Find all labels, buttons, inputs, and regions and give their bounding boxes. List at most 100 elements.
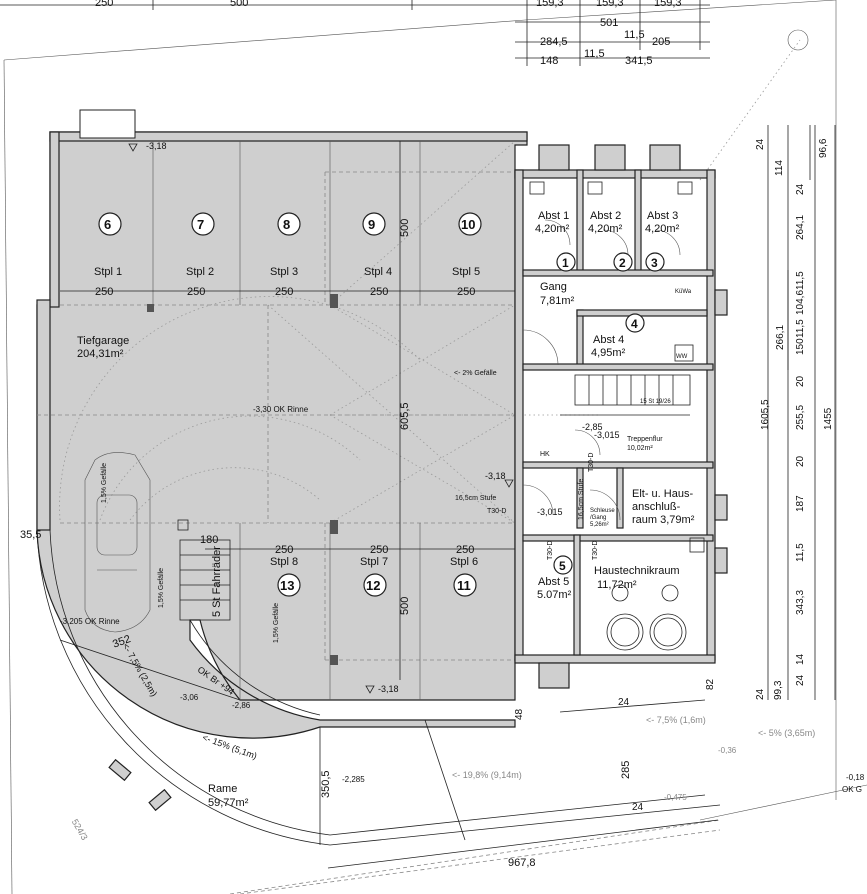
room-num-2: 2 (619, 256, 626, 270)
stufe-label-1: 16,5cm Stufe (455, 495, 496, 502)
garage-left-upper-wall (49, 131, 60, 308)
ramp-name: Rame (208, 783, 237, 795)
top-dimensions: 250 500 159,3 159,3 159,3 501 284,5 11,5… (0, 0, 710, 67)
stufe-label-2: 16,5cm Stufe (578, 479, 585, 520)
hk-label: HK (540, 451, 550, 458)
bay-w-5: 250 (457, 286, 475, 298)
dim-top-11a: 11,5 (624, 29, 645, 41)
level-3205-rinne: -3,205 OK Rinne (60, 617, 120, 626)
dim-r-264: 264,1 (795, 215, 806, 240)
level-318a: -3,18 (146, 141, 167, 151)
room-num-5: 5 (559, 559, 566, 573)
level-3015b: -3,015 (537, 507, 563, 517)
bay-label-stpl7: Stpl 7 (360, 556, 388, 568)
bike-stairs (177, 519, 231, 621)
dim-r-11a: 11,5 (795, 271, 806, 290)
street-line-2 (239, 829, 721, 894)
bay-w-8: 250 (456, 544, 474, 556)
bay-num-9: 9 (368, 217, 375, 232)
bay-w-4: 250 (370, 286, 388, 298)
car-outline (84, 452, 151, 633)
service-wing (514, 144, 728, 689)
level-0475: -0,475 (664, 793, 687, 802)
slope-5pct: <- 5% (3,65m) (758, 728, 815, 738)
bay-num-7: 7 (197, 217, 204, 232)
bay-label-stpl4: Stpl 4 (364, 266, 392, 278)
dim-352: 352 (111, 633, 132, 651)
dim-top-148: 148 (540, 55, 558, 67)
bay-w-7: 250 (370, 544, 388, 556)
bay-num-6: 6 (104, 217, 111, 232)
ramp-inner-wall (189, 619, 321, 716)
dim-r-14: 14 (795, 653, 806, 665)
bay-num-12: 12 (366, 578, 380, 593)
door-t30-3: T30-D (547, 541, 554, 560)
level-318b: -3,18 (378, 684, 399, 694)
room-elt-name: Elt- u. Haus- (632, 488, 693, 500)
slope-15pct-a: 1,5% Gefälle (101, 463, 108, 503)
level-286: -2,86 (232, 701, 251, 710)
room-gang-name: Gang (540, 281, 567, 293)
dim-r-187: 187 (795, 495, 806, 512)
parcel-number: 524/3 (70, 817, 90, 842)
reference-line (699, 39, 801, 181)
bay-w-2: 250 (187, 286, 205, 298)
bike-label: 5 St Fahrräder (211, 546, 223, 617)
room-elt-name2: anschluß- (632, 501, 681, 513)
level-2285: -2,285 (342, 775, 365, 784)
ramp-post-right (148, 788, 172, 812)
dim-top-159c: 159,3 (654, 0, 682, 9)
slope-15pct-b: 1,5% Gefälle (158, 568, 165, 608)
dim-top-250: 250 (95, 0, 113, 9)
dim-r-82: 82 (705, 678, 716, 690)
ramp-divider-2 (424, 719, 466, 841)
room-elt-name3: raum 3,79m² (632, 514, 695, 526)
room-circle-1 (556, 252, 576, 272)
dim-r-11b: 11,5 (795, 319, 806, 338)
dim-48: 48 (514, 708, 525, 720)
annotations (128, 143, 514, 694)
room-circle-5 (553, 555, 573, 575)
room-htr-name: Haustechnikraum (594, 565, 680, 577)
dim-r-104: 104,6 (795, 290, 806, 315)
dim-24a: 24 (618, 697, 630, 708)
dim-r-24c: 24 (795, 674, 806, 686)
bay-label-stpl1: Stpl 1 (94, 266, 122, 278)
right-dimensions: 24 114 24 264,1 11,5 104,6 11,5 150 20 2… (705, 125, 836, 700)
stair (560, 374, 691, 416)
tanks (606, 584, 687, 651)
bay-circles (98, 212, 482, 597)
room-abst5-name: Abst 5 (538, 576, 569, 588)
room-num-3: 3 (651, 256, 658, 270)
garage-name: Tiefgarage (77, 335, 129, 347)
room-num-1: 1 (562, 256, 569, 270)
dim-top-284: 284,5 (540, 36, 568, 48)
ramp-inner-curve (49, 529, 706, 836)
dim-top-205: 205 (652, 36, 670, 48)
ramp-gutter (59, 639, 241, 701)
bay-label-stpl6: Stpl 6 (450, 556, 478, 568)
bay-label-stpl2: Stpl 2 (186, 266, 214, 278)
dim-967: 967,8 (508, 857, 536, 869)
property-line-top (3, 0, 837, 61)
property-line-left (3, 59, 13, 894)
room-schleuse-name2: /Gang (590, 515, 606, 521)
level-036: -0,36 (718, 746, 737, 755)
level-306: -3,06 (180, 693, 199, 702)
level-330-rinne: -3,30 OK Rinne (253, 405, 309, 414)
level-018: -0,18 (846, 773, 865, 782)
bay-depth-1: 500 (399, 219, 411, 237)
dim-r-20a: 20 (795, 375, 806, 387)
dim-r-24d: 24 (755, 688, 766, 700)
door-t30-1: T30-D (487, 508, 506, 515)
dim-35: 35,5 (20, 529, 41, 541)
dim-967-line (327, 819, 719, 869)
room-abst1-area: 4,20m² (535, 223, 570, 235)
door-swings (522, 219, 681, 521)
property-line-bottom (699, 784, 867, 821)
bay-num-8: 8 (283, 217, 290, 232)
bay-w-6: 250 (275, 544, 293, 556)
dim-top-159a: 159,3 (536, 0, 564, 9)
